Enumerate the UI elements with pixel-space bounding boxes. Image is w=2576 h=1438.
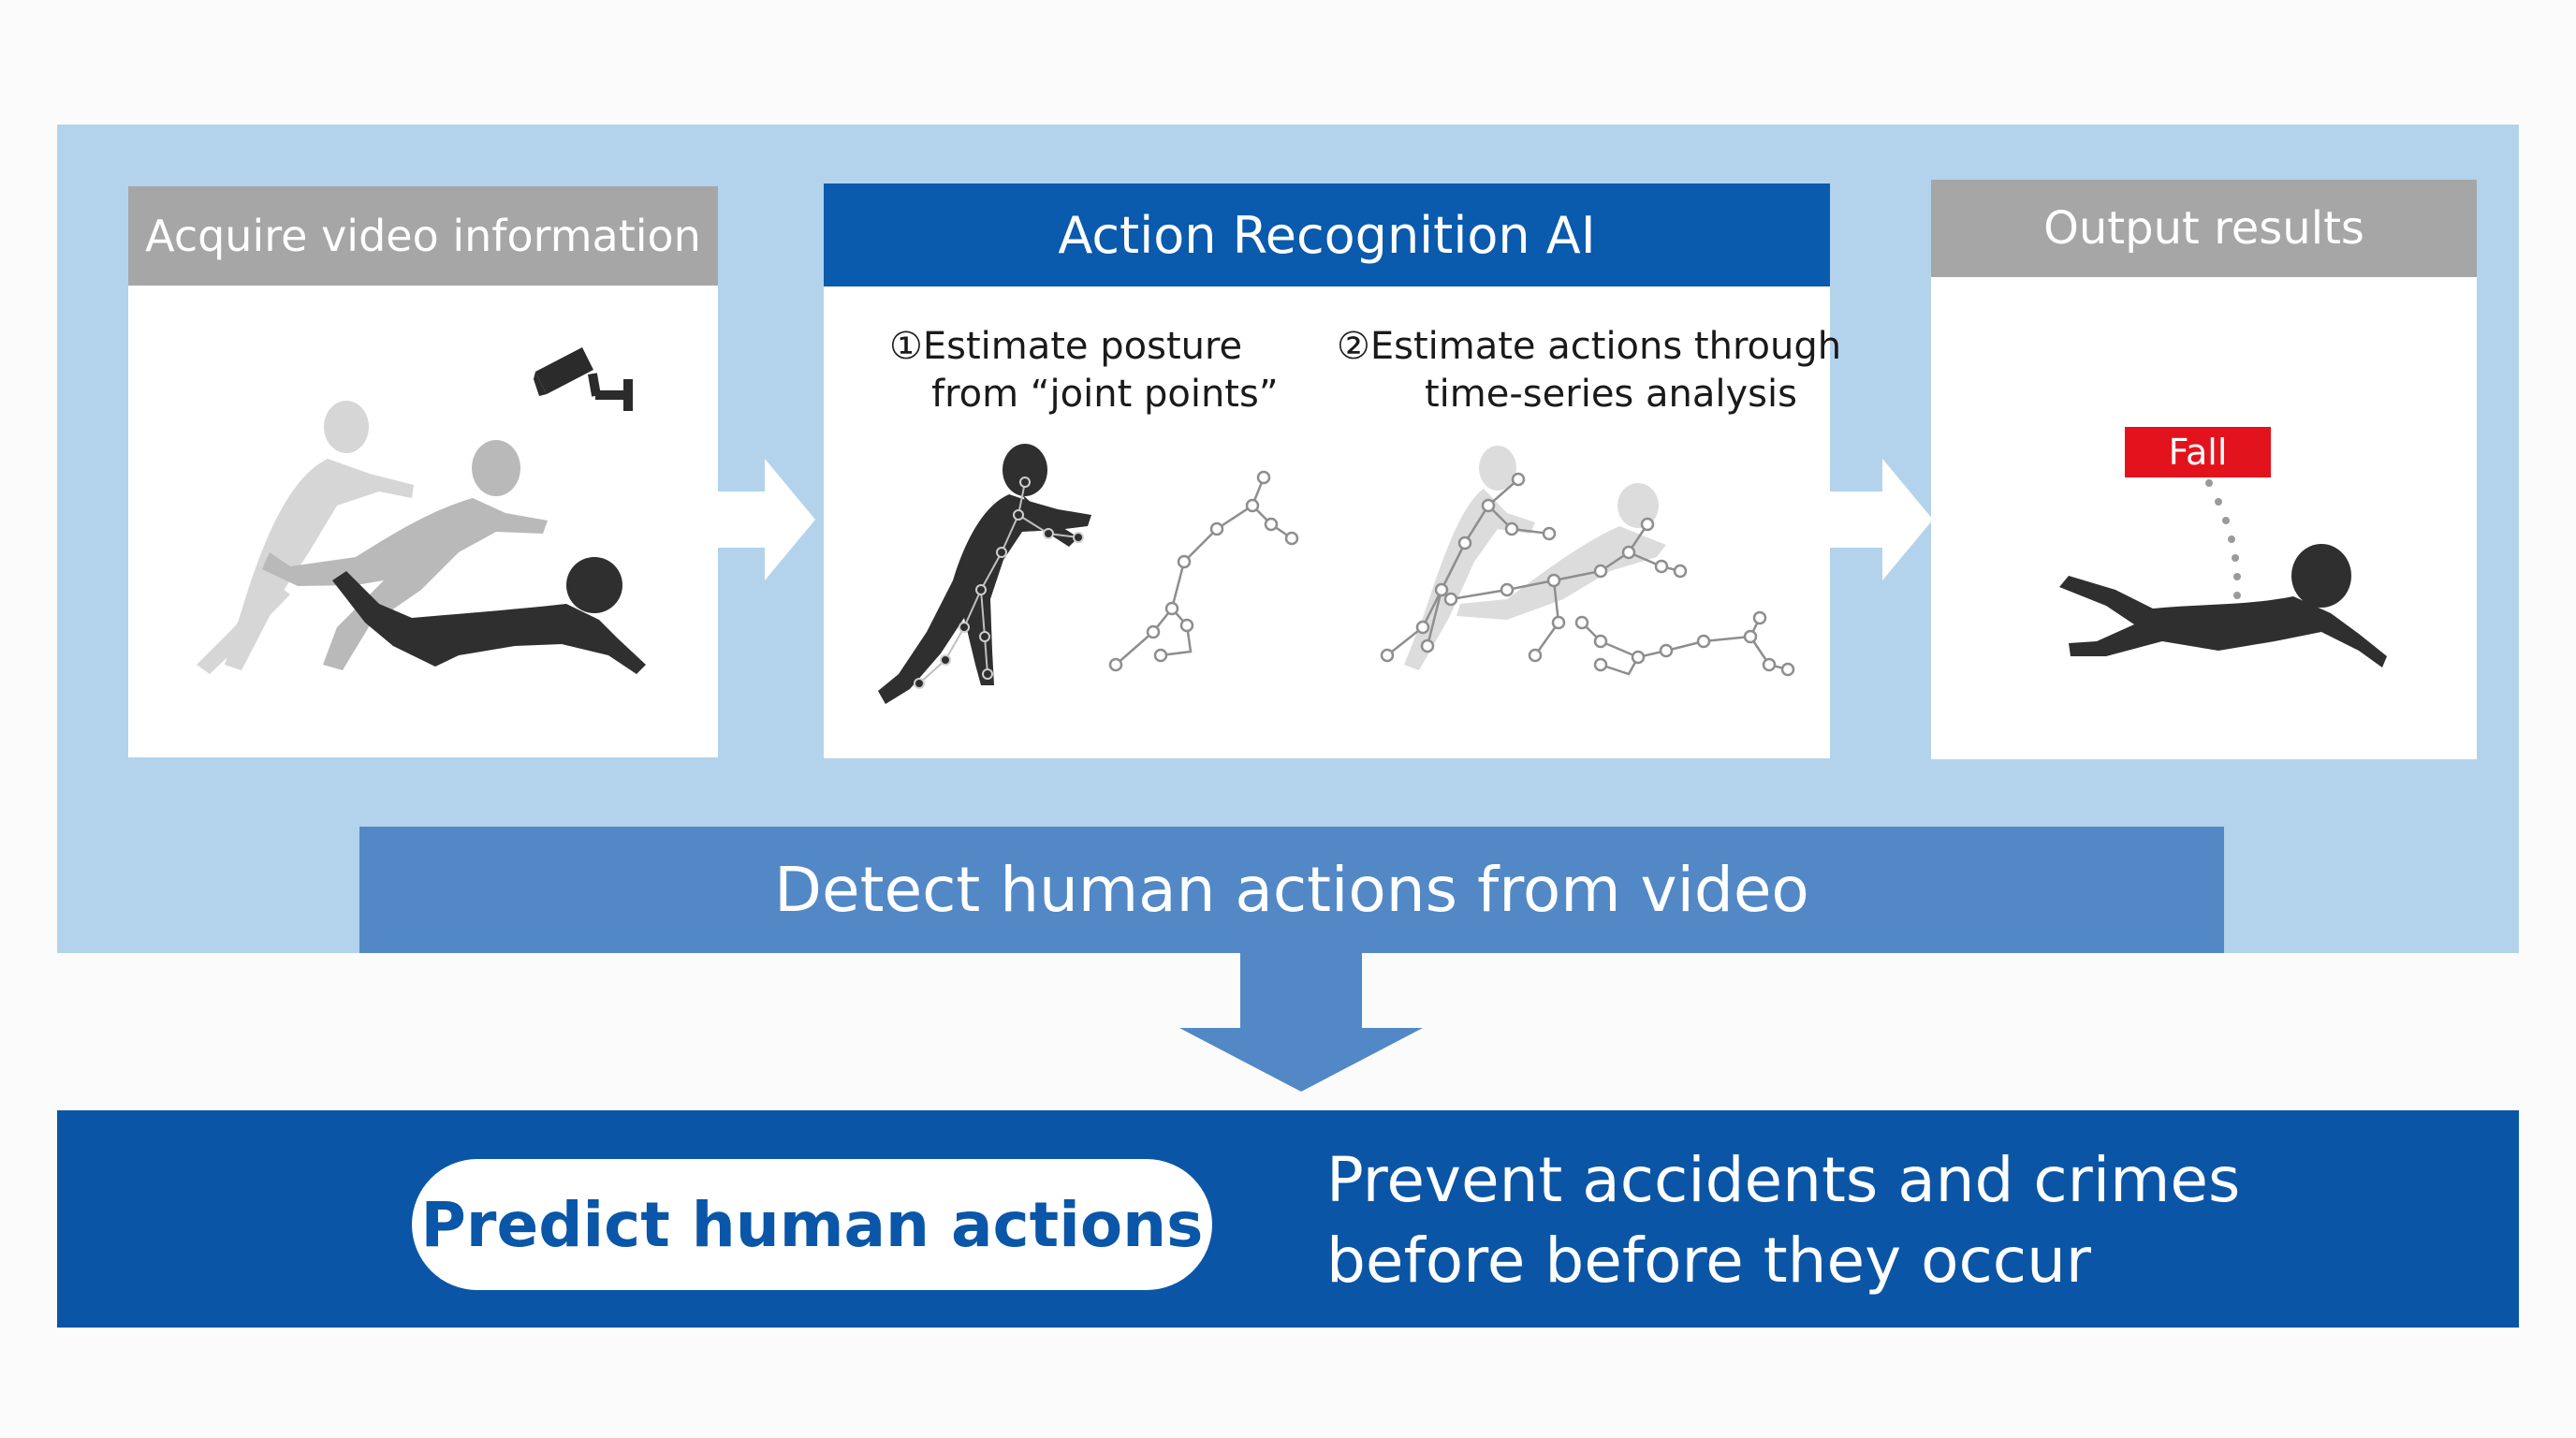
- fall-label: Fall: [2125, 427, 2271, 477]
- prevent-line2: before before they occur: [1326, 1221, 2240, 1301]
- predict-pill: Predict human actions: [412, 1159, 1212, 1290]
- recognition-header: Action Recognition AI: [824, 183, 1830, 286]
- falling-person-icon: [2050, 538, 2387, 688]
- output-header: Output results: [1931, 180, 2477, 277]
- arrow-right-icon: [718, 459, 815, 580]
- falling-person-sequence: [178, 393, 665, 693]
- step1-line1: ①Estimate posture: [889, 323, 1279, 371]
- step1-text: ①Estimate posture from “joint points”: [889, 323, 1279, 418]
- detect-banner: Detect human actions from video: [359, 827, 2224, 953]
- step2-text: ②Estimate actions through time-series an…: [1337, 323, 1841, 418]
- posture-figure-icon: [871, 440, 1105, 702]
- prevent-line1: Prevent accidents and crimes: [1326, 1140, 2240, 1221]
- arrow-down-icon: [1179, 953, 1423, 1092]
- step2-line1: ②Estimate actions through: [1337, 323, 1841, 371]
- time-series-skeletons: [1367, 440, 1797, 693]
- arrow-right-icon: [1830, 459, 1933, 580]
- skeleton-icon: [1105, 468, 1310, 674]
- prevent-text: Prevent accidents and crimes before befo…: [1326, 1140, 2240, 1301]
- step1-line2: from “joint points”: [889, 371, 1279, 418]
- acquire-header: Acquire video information: [128, 186, 718, 286]
- step2-line2: time-series analysis: [1337, 371, 1841, 418]
